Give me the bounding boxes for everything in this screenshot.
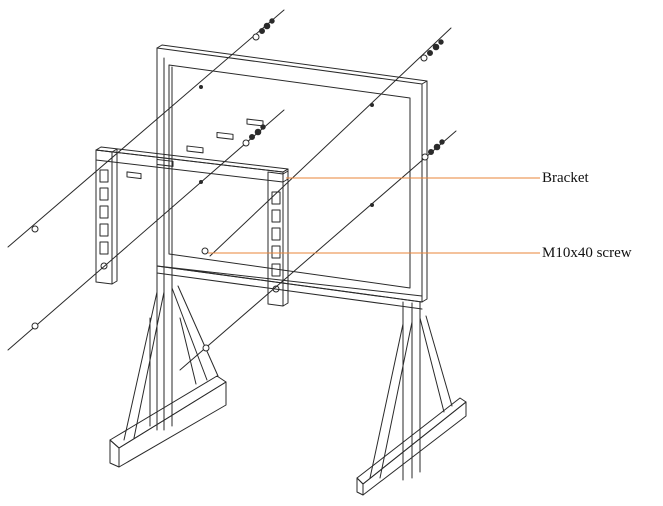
- right-upright: [402, 301, 421, 481]
- bracket-top-bar: [95, 118, 289, 183]
- screw-hardware: [31, 18, 445, 352]
- left-foot: [109, 375, 227, 468]
- left-upright: [156, 47, 173, 431]
- display-panel: [156, 44, 428, 303]
- screw-callout-label: M10x40 screw: [542, 245, 632, 261]
- screw-axis-lines: [7, 9, 457, 371]
- right-foot: [356, 397, 467, 496]
- left-a-frame: [123, 285, 219, 441]
- stand-crossbar: [156, 265, 423, 310]
- right-a-frame: [369, 315, 453, 479]
- bracket-callout-label: Bracket: [542, 170, 589, 186]
- bracket-left-arm: [95, 148, 118, 285]
- bracket-right-arm: [267, 170, 289, 307]
